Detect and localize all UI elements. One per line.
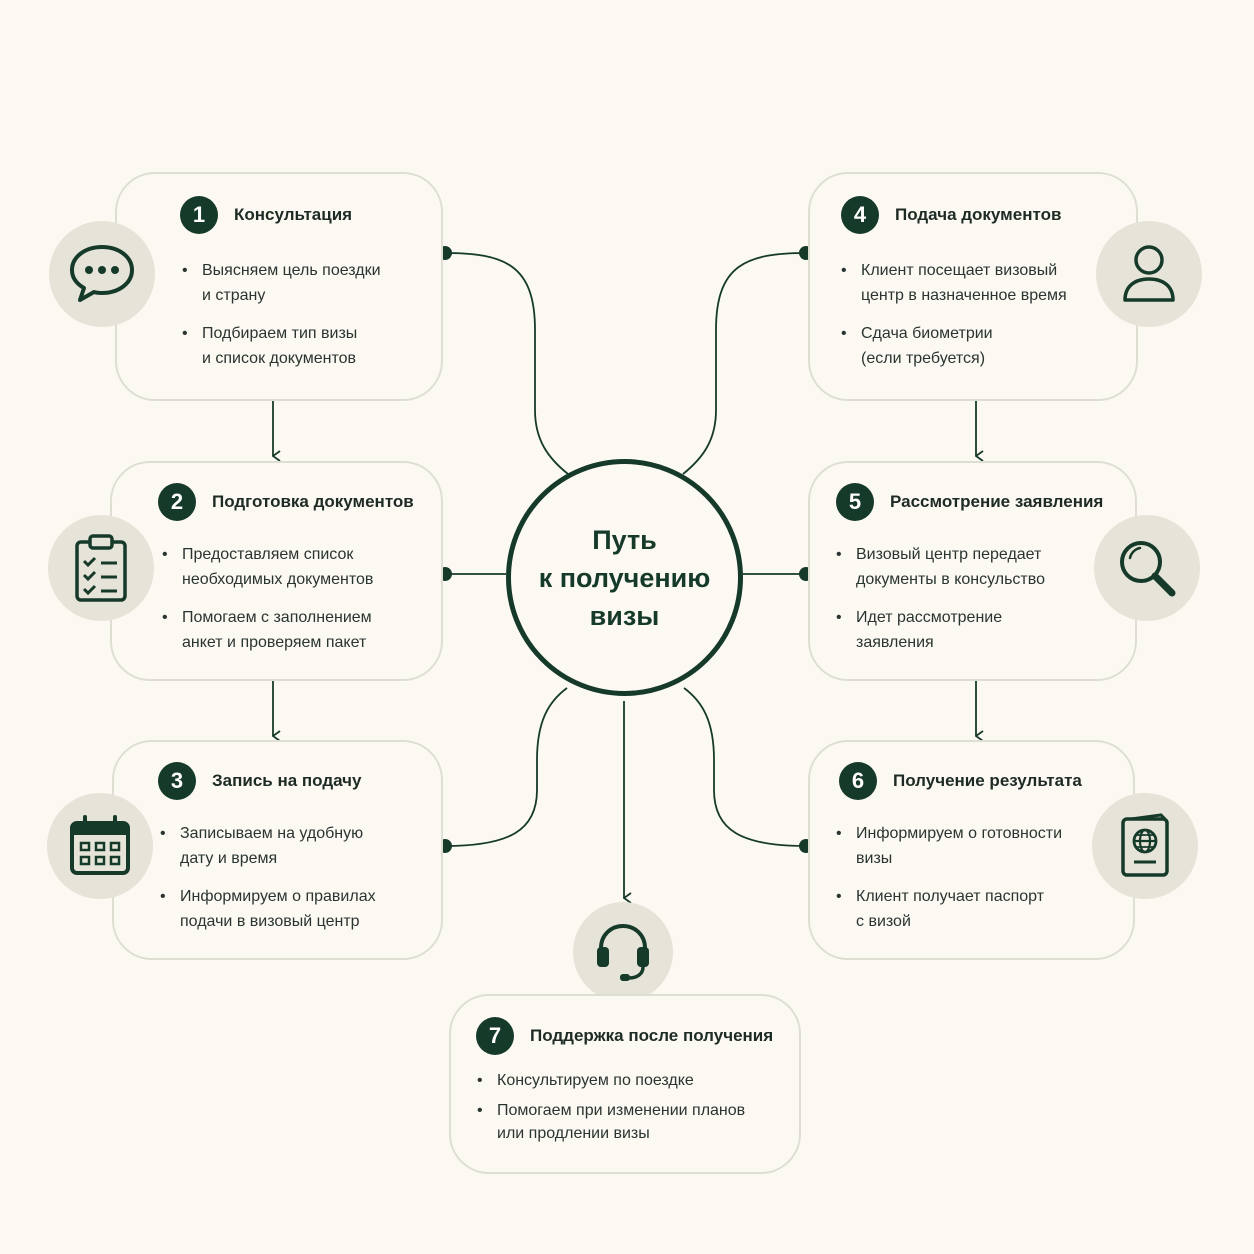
step-icon-bubble-1 xyxy=(49,221,155,327)
step-bullets-5: Визовый центр передает документы в консу… xyxy=(836,542,1045,668)
step-icon-bubble-6 xyxy=(1092,793,1198,899)
step-number-1: 1 xyxy=(180,196,218,234)
headset-icon xyxy=(597,923,649,981)
step-card-6: 6 Получение результата Информируем о гот… xyxy=(808,740,1135,960)
step-4-bullet-2: Сдача биометрии (если требуется) xyxy=(841,321,1067,371)
passport-icon xyxy=(1121,813,1169,877)
step-bullets-6: Информируем о готовности визы Клиент пол… xyxy=(836,821,1062,947)
step-4-bullet-1: Клиент посещает визовый центр в назначен… xyxy=(841,258,1067,308)
step-title-5: Рассмотрение заявления xyxy=(890,492,1104,511)
step-number-4: 4 xyxy=(841,196,879,234)
step-icon-bubble-7 xyxy=(573,902,673,1002)
step-title-6: Получение результата xyxy=(893,771,1082,790)
step-card-3: 3 Запись на подачу Записываем на удобную… xyxy=(112,740,443,960)
step-icon-bubble-5 xyxy=(1094,515,1200,621)
step-1-bullet-1: Выясняем цель поездки и страну xyxy=(182,258,381,308)
step-6-bullet-1: Информируем о готовности визы xyxy=(836,821,1062,871)
center-title: Путь к получению визы xyxy=(538,524,711,631)
step-bullets-3: Записываем на удобную дату и время Инфор… xyxy=(160,821,376,947)
step-icon-bubble-3 xyxy=(47,793,153,899)
step-title-1: Консультация xyxy=(234,205,353,224)
user-icon xyxy=(1123,245,1175,302)
connector-step-3 xyxy=(444,687,568,847)
connector-step-4 xyxy=(682,252,807,475)
step-3-bullet-2: Информируем о правилах подачи в визовый … xyxy=(160,884,376,934)
step-3-bullet-1: Записываем на удобную дату и время xyxy=(160,821,376,871)
step-1-bullet-2: Подбираем тип визы и список документов xyxy=(182,321,381,371)
step-7-bullet-1: Консультируем по поездке xyxy=(477,1068,745,1093)
clipboard-checklist-icon xyxy=(75,534,127,602)
step-title-3: Запись на подачу xyxy=(212,771,362,790)
step-card-7: 7 Поддержка после получения Консультируе… xyxy=(449,994,801,1174)
step-card-4: 4 Подача документов Клиент посещает визо… xyxy=(808,172,1138,401)
connector-step-1 xyxy=(444,252,569,475)
step-number-2: 2 xyxy=(158,483,196,521)
step-number-3: 3 xyxy=(158,762,196,800)
step-number-7: 7 xyxy=(476,1017,514,1055)
step-2-bullet-2: Помогаем с заполнением анкет и проверяем… xyxy=(162,605,373,655)
center-node: Путь к получению визы xyxy=(506,459,743,696)
step-icon-bubble-2 xyxy=(48,515,154,621)
magnifier-icon xyxy=(1120,541,1176,597)
step-5-bullet-2: Идет рассмотрение заявления xyxy=(836,605,1045,655)
step-bullets-2: Предоставляем список необходимых докумен… xyxy=(162,542,373,668)
step-title-7: Поддержка после получения xyxy=(530,1026,774,1045)
connector-step-6 xyxy=(683,687,807,847)
step-7-bullet-2: Помогаем при изменении планов или продле… xyxy=(477,1099,745,1145)
step-number-6: 6 xyxy=(839,762,877,800)
step-5-bullet-1: Визовый центр передает документы в консу… xyxy=(836,542,1045,592)
step-6-bullet-2: Клиент получает паспорт с визой xyxy=(836,884,1062,934)
step-number-5: 5 xyxy=(836,483,874,521)
step-icon-bubble-4 xyxy=(1096,221,1202,327)
step-card-2: 2 Подготовка документов Предоставляем сп… xyxy=(110,461,443,681)
step-bullets-1: Выясняем цель поездки и страну Подбираем… xyxy=(182,258,381,384)
step-bullets-7: Консультируем по поездке Помогаем при из… xyxy=(477,1068,745,1158)
step-bullets-4: Клиент посещает визовый центр в назначен… xyxy=(841,258,1067,384)
step-2-bullet-1: Предоставляем список необходимых докумен… xyxy=(162,542,373,592)
step-title-2: Подготовка документов xyxy=(212,492,414,511)
step-title-4: Подача документов xyxy=(895,205,1062,224)
step-card-5: 5 Рассмотрение заявления Визовый центр п… xyxy=(808,461,1137,681)
chat-bubble-icon xyxy=(70,245,134,302)
calendar-icon xyxy=(70,815,130,875)
step-card-1: 1 Консультация Выясняем цель поездки и с… xyxy=(115,172,443,401)
